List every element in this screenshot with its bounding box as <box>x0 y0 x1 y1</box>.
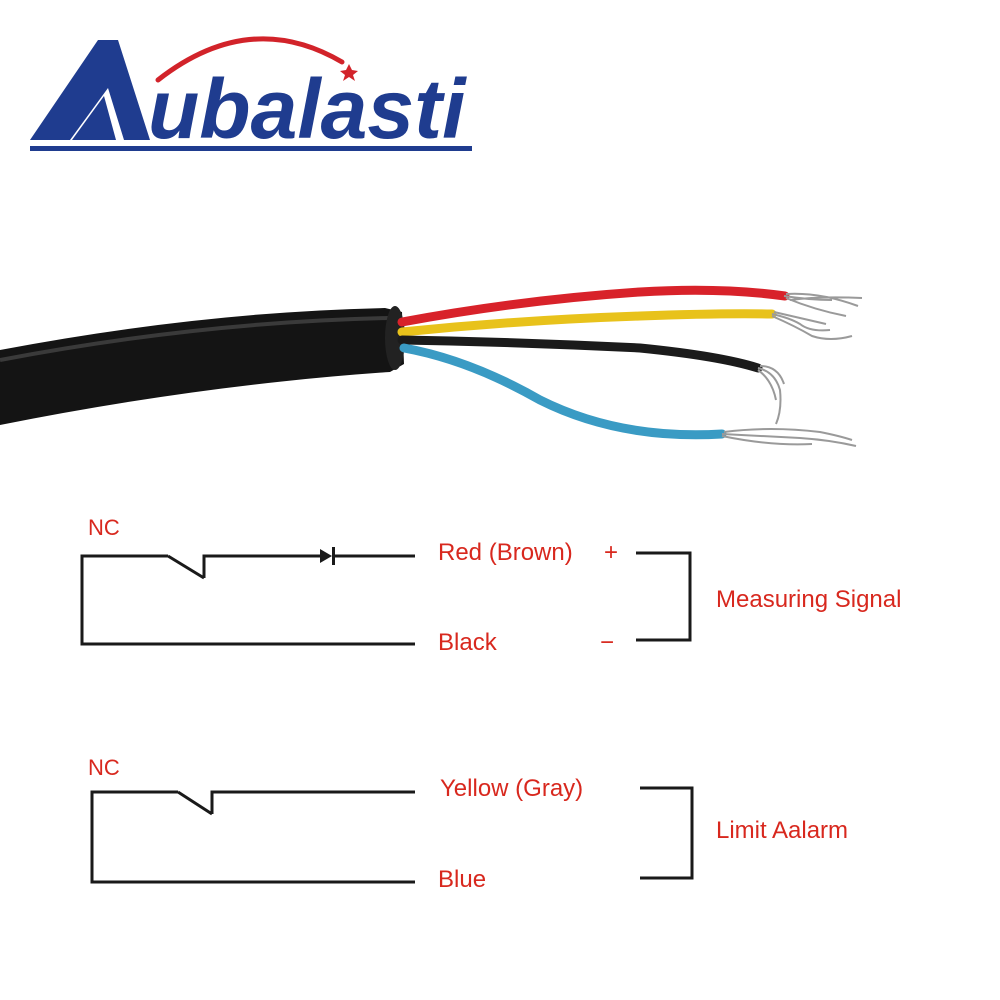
nc-label-2: NC <box>88 755 120 780</box>
logo-underline <box>30 146 472 151</box>
circuit2-lines <box>90 786 694 884</box>
stripped-strands <box>721 292 863 447</box>
circuit-measuring-signal: NC Red (Brown) + Black − Measuring Signa… <box>80 515 901 656</box>
circuit-limit-alarm: NC Yellow (Gray) Blue Limit Aalarm <box>88 755 848 893</box>
logo-wordmark: ubalasti <box>148 62 467 156</box>
sign-minus: − <box>600 629 614 656</box>
wire-label-black: Black <box>438 629 498 656</box>
group-label-measuring: Measuring Signal <box>716 586 901 613</box>
wire-label-blue: Blue <box>438 866 486 893</box>
wire-black <box>397 335 763 373</box>
wire-red <box>397 285 790 327</box>
logo-a-inner <box>72 96 116 140</box>
wire-blue <box>399 343 727 440</box>
group-label-limit: Limit Aalarm <box>716 817 848 844</box>
wire-label-yellow: Yellow (Gray) <box>440 775 583 802</box>
logo-a-mark <box>30 40 150 140</box>
wire-yellow <box>397 309 777 337</box>
wire-label-red: Red (Brown) <box>438 539 573 566</box>
cable-jacket-highlight <box>0 316 389 362</box>
nc-label-1: NC <box>88 515 120 540</box>
diode-icon <box>320 547 335 565</box>
cable-illustration <box>0 285 863 447</box>
brand-logo: ubalasti <box>30 36 472 156</box>
star-icon <box>340 64 358 81</box>
circuit1-lines <box>80 551 692 646</box>
sign-plus: + <box>604 539 618 566</box>
logo-swoosh <box>155 36 345 83</box>
cable-jacket <box>0 308 404 425</box>
